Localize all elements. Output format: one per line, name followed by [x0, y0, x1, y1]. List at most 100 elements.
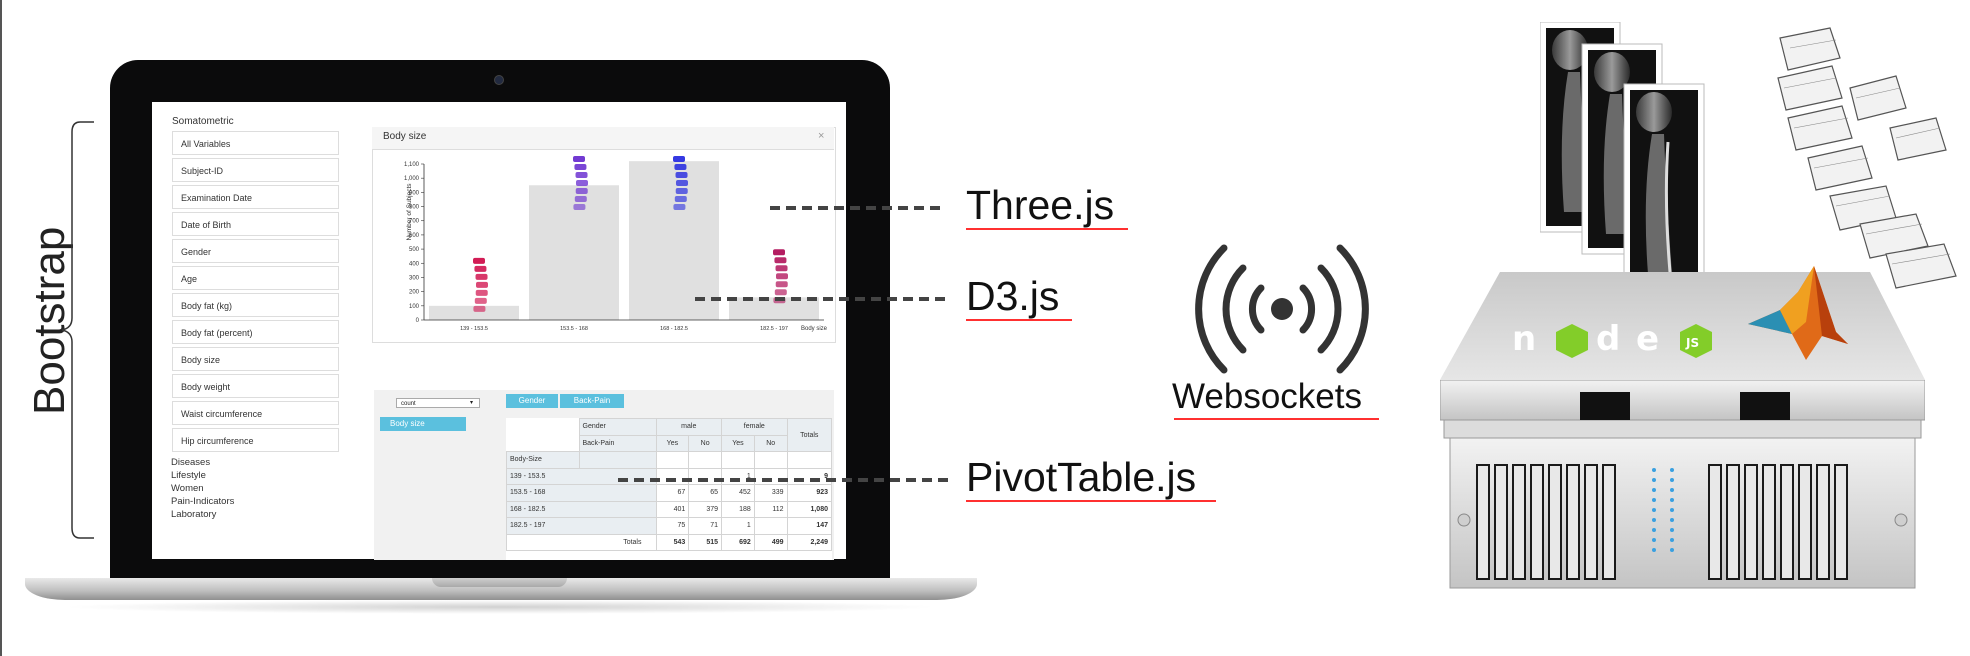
- bar: [729, 297, 819, 320]
- sidebar-item[interactable]: Body size: [172, 347, 339, 371]
- node-js-logo: n d e JS: [1510, 318, 1735, 359]
- vertebra-glyph: [575, 188, 588, 194]
- body-size-chart: 01002003004005006007008009001,0001,100Nu…: [404, 156, 828, 332]
- table-cell: 499: [753, 533, 788, 551]
- vertebra-glyph: [775, 273, 788, 280]
- table-row: 168 - 182.5 401 379 188 112 1,080: [506, 500, 833, 518]
- table-cell: 1: [721, 517, 755, 535]
- sidebar-item[interactable]: Body fat (percent): [172, 320, 339, 344]
- wireframe-spine-model: [1777, 27, 1957, 289]
- vertebra-glyph: [473, 305, 486, 312]
- wireless-signal-icon: [1195, 244, 1369, 374]
- x-tick-label: 139 - 153.5: [460, 326, 488, 332]
- table-cell: 692: [721, 533, 755, 551]
- pivot-header: female: [721, 418, 788, 436]
- y-tick-label: 0: [416, 318, 420, 324]
- vertebra-glyph: [473, 257, 485, 264]
- y-tick-label: 300: [409, 275, 420, 281]
- sidebar-item[interactable]: Age: [172, 266, 339, 290]
- y-tick-label: 400: [409, 261, 420, 267]
- vertebra-glyph: [775, 281, 788, 288]
- y-tick-label: 500: [409, 247, 420, 253]
- y-tick-label: 900: [409, 190, 420, 196]
- sidebar-item[interactable]: Subject-ID: [172, 158, 339, 182]
- table-row: 182.5 - 197 75 71 1 147: [506, 517, 833, 535]
- table-cell: 339: [753, 484, 788, 502]
- table-cell: 67: [655, 484, 690, 502]
- category-item[interactable]: Diseases: [171, 457, 211, 468]
- y-tick-label: 600: [409, 233, 420, 239]
- sidebar-item[interactable]: Date of Birth: [172, 212, 339, 236]
- y-tick-label: 800: [409, 205, 420, 211]
- pivot-header: Gender: [578, 418, 657, 436]
- table-cell: 1,080: [786, 500, 833, 518]
- category-item[interactable]: Laboratory: [171, 509, 217, 520]
- bar: [629, 161, 719, 320]
- vertebra-glyph: [575, 180, 588, 186]
- table-cell: 112: [753, 500, 788, 518]
- chart-panel-title: Body size: [383, 131, 427, 142]
- table-cell: 515: [688, 533, 723, 551]
- table-cell: [753, 517, 788, 535]
- x-axis-label: Body size: [801, 326, 828, 332]
- row-attribute-chip[interactable]: Body size: [380, 417, 466, 431]
- table-cell: [688, 467, 723, 485]
- table-row: Totals 543 515 692 499 2,249: [506, 533, 833, 551]
- aggregator-select[interactable]: count: [396, 398, 480, 408]
- websockets-underline: [1174, 418, 1379, 420]
- row-label: 182.5 - 197: [506, 517, 657, 535]
- sidebar-title: Somatometric: [172, 116, 234, 127]
- connector-d3js: [695, 297, 945, 301]
- sidebar-item[interactable]: Body fat (kg): [172, 293, 339, 317]
- vertebra-glyph: [573, 204, 586, 210]
- close-icon[interactable]: ×: [818, 130, 825, 142]
- sidebar-item[interactable]: Examination Date: [172, 185, 339, 209]
- table-cell: 543: [655, 533, 690, 551]
- connector-pivottable: [618, 478, 948, 482]
- connector-threejs: [770, 206, 942, 210]
- vertebra-glyph: [575, 172, 588, 178]
- row-label: 153.5 - 168: [506, 484, 657, 502]
- sidebar-item[interactable]: Gender: [172, 239, 339, 263]
- category-item[interactable]: Pain-Indicators: [171, 496, 235, 507]
- pivot-header: Body-Size: [506, 451, 580, 469]
- category-item[interactable]: Lifestyle: [171, 470, 206, 481]
- pivot-header: male: [655, 418, 723, 436]
- category-item[interactable]: Women: [171, 483, 204, 494]
- sidebar-item[interactable]: Body weight: [172, 374, 339, 398]
- col-attribute-chip[interactable]: Back-Pain: [560, 394, 624, 408]
- table-cell: 188: [721, 500, 755, 518]
- vertebra-glyph: [774, 289, 787, 296]
- vertebra-glyph: [673, 204, 686, 210]
- table-cell: 1: [721, 467, 755, 485]
- pivot-header: Totals: [786, 418, 833, 452]
- pivot-header: Yes: [721, 434, 755, 452]
- bootstrap-brace: [61, 121, 94, 539]
- pivottable-underline: [966, 500, 1216, 502]
- col-attribute-chip[interactable]: Gender: [506, 394, 558, 408]
- websockets-label: Websockets: [1172, 377, 1362, 416]
- vertebra-glyph: [573, 156, 585, 162]
- y-tick-label: 200: [409, 290, 420, 296]
- svg-text:JS: JS: [1685, 336, 1699, 350]
- table-cell: [655, 467, 690, 485]
- vertebra-glyph: [674, 164, 687, 170]
- server-rack: [1440, 380, 1925, 589]
- row-label: 139 - 153.5: [506, 467, 657, 485]
- sidebar-item[interactable]: Hip circumference: [172, 428, 339, 452]
- vertebra-glyph: [574, 196, 587, 202]
- d3js-label: D3.js: [966, 273, 1060, 319]
- x-tick-label: 168 - 182.5: [660, 326, 688, 332]
- table-cell: 923: [786, 484, 833, 502]
- sidebar-item[interactable]: All Variables: [172, 131, 339, 155]
- sidebar-item[interactable]: Waist circumference: [172, 401, 339, 425]
- table-cell: 452: [721, 484, 755, 502]
- vertebra-glyph: [474, 297, 487, 304]
- svg-text:d: d: [1596, 319, 1620, 358]
- svg-text:e: e: [1636, 319, 1659, 358]
- pivot-header: No: [753, 434, 788, 452]
- vertebra-glyph: [673, 156, 685, 162]
- d3js-underline: [966, 319, 1072, 321]
- bar: [429, 305, 519, 320]
- edge-line: [0, 0, 2, 656]
